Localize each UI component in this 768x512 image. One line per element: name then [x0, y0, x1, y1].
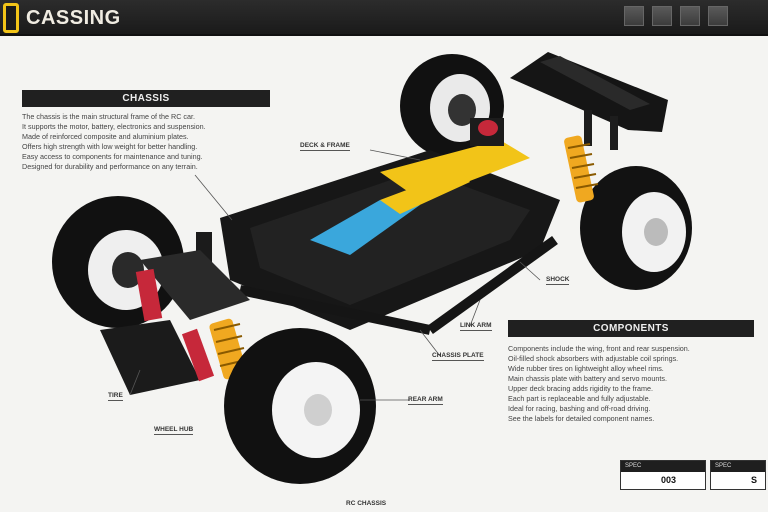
window-button-1[interactable]	[624, 6, 644, 26]
right-panel-line: Main chassis plate with battery and serv…	[508, 374, 667, 383]
window-button-3[interactable]	[680, 6, 700, 26]
rear-wing	[510, 52, 668, 150]
window-button-2[interactable]	[652, 6, 672, 26]
left-panel-line: The chassis is the main structural frame…	[22, 112, 195, 121]
left-panel-line: It supports the motor, battery, electron…	[22, 122, 206, 131]
right-panel-header: COMPONENTS	[508, 320, 754, 337]
rc-chassis-illustration	[52, 52, 692, 484]
window-button-4[interactable]	[708, 6, 728, 26]
right-panel-line: See the labels for detailed component na…	[508, 414, 655, 423]
right-panel-line: Upper deck bracing adds rigidity to the …	[508, 384, 654, 393]
callout-bottom-left: WHEEL HUB	[154, 426, 194, 435]
left-panel-line: Offers high strength with low weight for…	[22, 142, 198, 151]
callout-lines	[129, 149, 541, 401]
right-panel-text: Components include the wing, front and r…	[508, 344, 758, 424]
spec-box: SPEC S	[710, 460, 766, 490]
logo-icon	[3, 3, 19, 33]
spec-box: SPEC 003	[620, 460, 706, 490]
callout-front-arm: LINK ARM	[460, 322, 492, 331]
left-panel-line: Easy access to components for maintenanc…	[22, 152, 203, 161]
spec-box-value: 003	[661, 475, 677, 485]
callout-front-wheel: TIRE	[108, 392, 123, 401]
callout-bottom-rear: REAR ARM	[408, 396, 443, 405]
callout-right-shock: SHOCK	[546, 276, 570, 285]
front-right-wheel	[224, 328, 376, 484]
main-frame	[220, 118, 560, 335]
right-panel-line: Ideal for racing, bashing and off-road d…	[508, 404, 651, 413]
right-panel-line: Components include the wing, front and r…	[508, 344, 690, 353]
right-panel-line: Oil-filled shock absorbers with adjustab…	[508, 354, 679, 363]
left-panel-header: CHASSIS	[22, 90, 270, 107]
callout-front-chassis: CHASSIS PLATE	[432, 352, 484, 361]
spec-box-label: SPEC	[711, 461, 765, 472]
rear-shock	[564, 135, 599, 203]
spec-box-label: SPEC	[621, 461, 705, 472]
right-panel-line: Wide rubber tires on lightweight alloy w…	[508, 364, 664, 373]
left-panel-line: Designed for durability and performance …	[22, 162, 198, 171]
footer-caption: RC CHASSIS	[346, 500, 387, 507]
front-suspension	[100, 232, 250, 395]
app-title: CASSING	[26, 7, 121, 29]
left-panel-text: The chassis is the main structural frame…	[22, 112, 272, 172]
rear-right-wheel	[580, 166, 692, 290]
spec-box-value: S	[751, 475, 758, 485]
left-panel-line: Made of reinforced composite and alumini…	[22, 132, 189, 141]
title-bar: CASSING	[0, 0, 768, 36]
right-panel-line: Each part is replaceable and fully adjus…	[508, 394, 651, 403]
callout-top-frame: DECK & FRAME	[300, 142, 350, 151]
